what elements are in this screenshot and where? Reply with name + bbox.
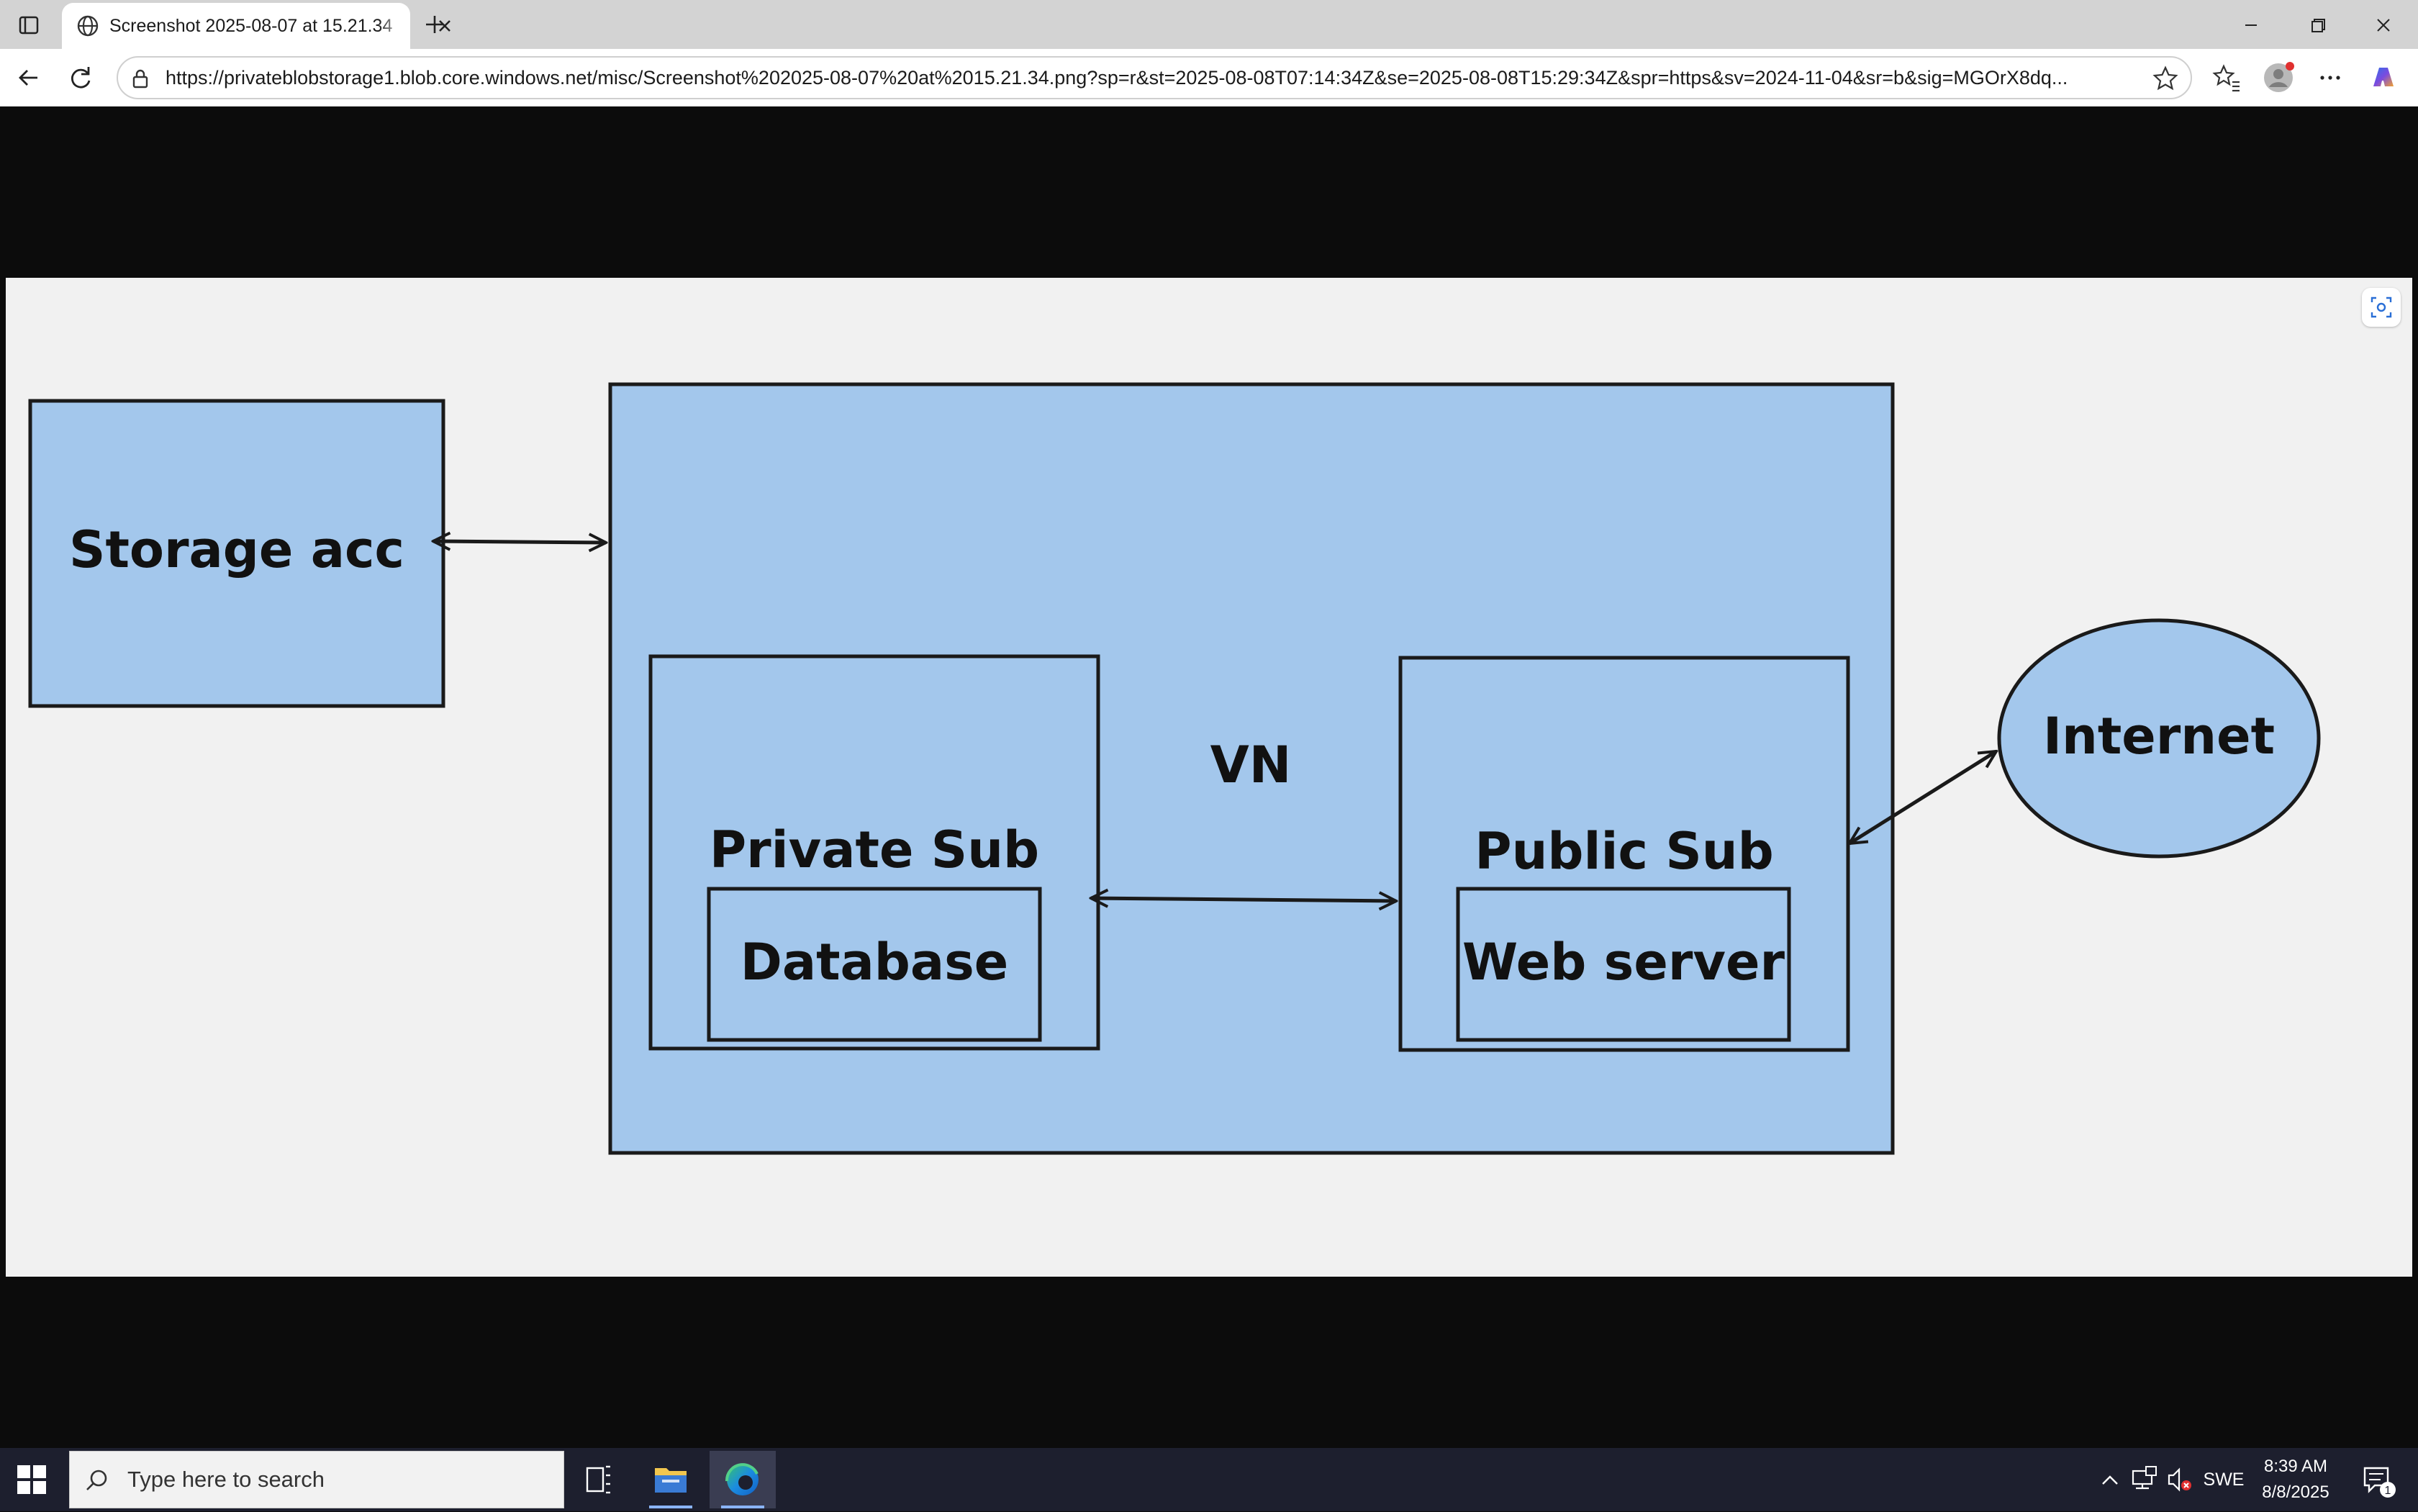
language-indicator[interactable]: SWE [2203, 1470, 2245, 1490]
network-icon[interactable] [2129, 1448, 2160, 1511]
search-icon [86, 1470, 107, 1490]
web-server-box [1456, 887, 1791, 1042]
lock-icon[interactable] [128, 66, 153, 91]
back-arrow-icon[interactable] [10, 59, 47, 96]
clock-time: 8:39 AM [2263, 1457, 2328, 1476]
notification-count: 1 [2385, 1485, 2391, 1497]
refresh-icon[interactable] [62, 59, 99, 96]
minimize-icon[interactable] [2231, 7, 2271, 43]
notifications-icon[interactable]: 1 [2353, 1448, 2404, 1511]
url-text[interactable]: https://privateblobstorage1.blob.core.wi… [166, 67, 2068, 89]
taskbar-clock[interactable]: 8:39 AM 8/8/2025 [2251, 1454, 2340, 1506]
virtual-network-label: VN [1210, 735, 1292, 795]
address-bar[interactable]: https://privateblobstorage1.blob.core.wi… [117, 56, 2192, 99]
storage-vnet-arrow [433, 541, 606, 543]
tab-title: Screenshot 2025-08-07 at 15.21.34 [109, 16, 393, 36]
private-public-arrow [1091, 898, 1396, 901]
plus-icon[interactable] [417, 7, 452, 42]
storage-account-label: Storage acc [69, 520, 404, 579]
browser-toolbar: https://privateblobstorage1.blob.core.wi… [0, 49, 2418, 107]
internet-label: Internet [2043, 707, 2275, 766]
copilot-icon[interactable] [2366, 60, 2401, 95]
close-icon[interactable] [432, 13, 458, 39]
restore-icon[interactable] [2297, 7, 2337, 43]
favorites-icon[interactable] [2209, 60, 2244, 95]
windows-start-icon[interactable] [13, 1461, 50, 1498]
tab-actions-icon[interactable] [9, 7, 49, 43]
database-label: Database [741, 933, 1009, 992]
web-server-label: Web server [1462, 933, 1785, 992]
volume-muted-icon[interactable] [2163, 1448, 2195, 1511]
profile-icon[interactable] [2261, 60, 2296, 95]
internet-ellipse [1997, 618, 2321, 859]
taskbar: Type here to search SWE 8:39 AM [0, 1448, 2418, 1511]
tab-bar: Screenshot 2025-08-07 at 15.21.34 [0, 0, 2418, 49]
browser-tab[interactable]: Screenshot 2025-08-07 at 15.21.34 [62, 3, 450, 49]
database-box [707, 887, 1042, 1042]
clock-date: 8/8/2025 [2262, 1482, 2329, 1502]
search-placeholder: Type here to search [127, 1467, 325, 1492]
private-subnet-label: Private Sub [710, 820, 1039, 879]
more-icon[interactable] [2313, 60, 2347, 95]
public-internet-arrow [1849, 751, 1996, 843]
public-subnet-label: Public Sub [1475, 822, 1773, 881]
edge-icon[interactable] [710, 1451, 776, 1508]
star-icon[interactable] [2152, 65, 2179, 92]
task-view-icon[interactable] [566, 1451, 632, 1508]
visual-search-icon[interactable] [2362, 288, 2401, 327]
chevron-up-icon[interactable] [2096, 1448, 2124, 1511]
globe-icon [77, 15, 99, 37]
close-window-icon[interactable] [2363, 7, 2404, 43]
taskbar-search[interactable]: Type here to search [69, 1451, 564, 1508]
file-explorer-icon[interactable] [638, 1451, 704, 1508]
storage-account-box [28, 399, 445, 708]
